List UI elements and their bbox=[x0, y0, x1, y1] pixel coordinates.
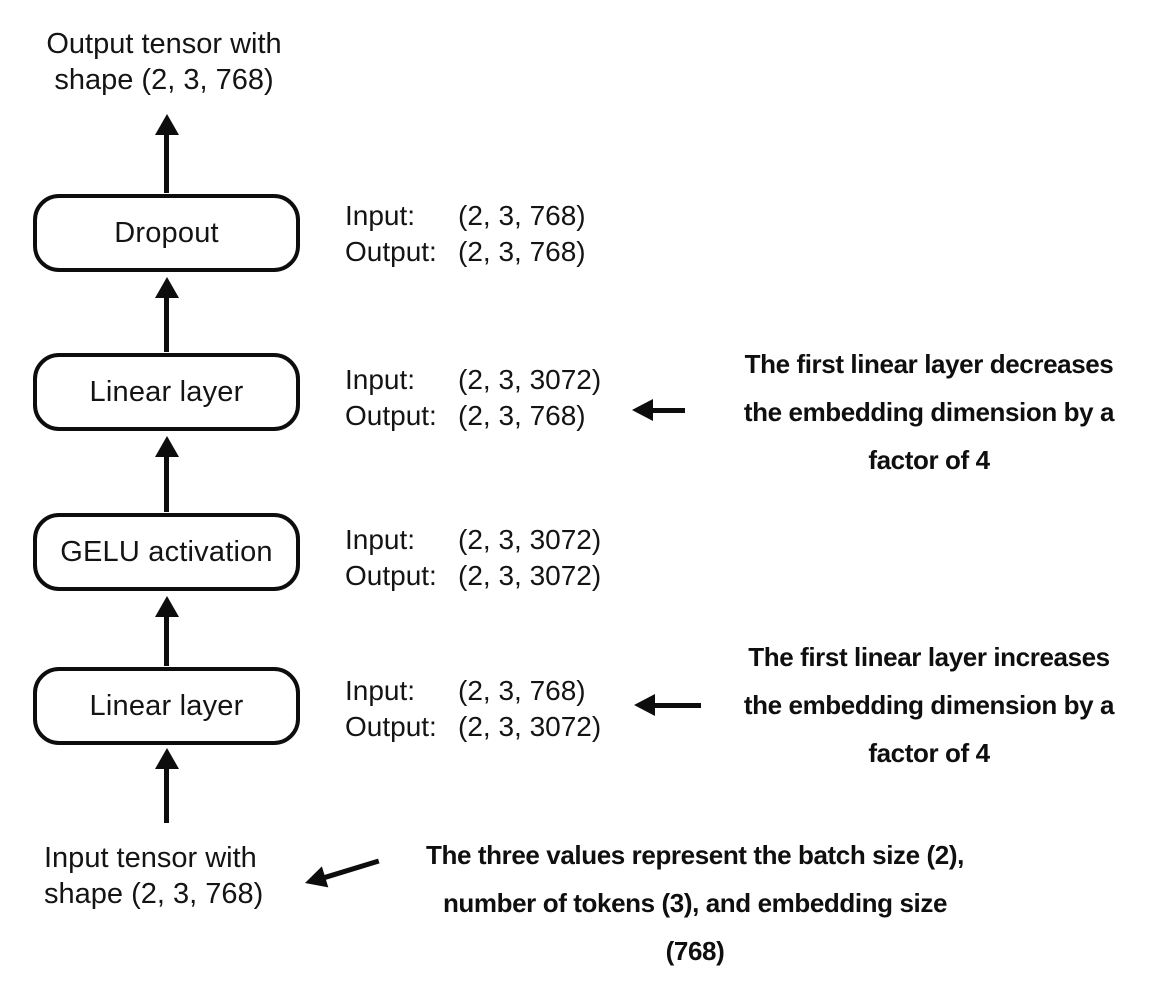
arrow-up-icon bbox=[154, 596, 179, 666]
io-output-label: Output: bbox=[345, 560, 437, 591]
annotation-line: number of tokens (3), and embedding size bbox=[442, 888, 948, 918]
io-output-row: Output: (2, 3, 768) bbox=[345, 398, 601, 434]
annotation-line: The first linear layer decreases bbox=[744, 349, 1114, 379]
io-input-shape: (2, 3, 3072) bbox=[458, 364, 602, 395]
layer-box-linear-top: Linear layer bbox=[33, 353, 300, 431]
io-output-label: Output: bbox=[345, 236, 437, 267]
io-output-label: Output: bbox=[345, 711, 437, 742]
io-input-shape: (2, 3, 768) bbox=[458, 675, 586, 706]
io-output-shape: (2, 3, 768) bbox=[458, 236, 586, 267]
arrow-up-icon bbox=[154, 277, 179, 352]
input-tensor-label-line2: shape (2, 3, 768) bbox=[44, 878, 264, 910]
annotation-decrease: The first linear layer decreases the emb… bbox=[693, 340, 1165, 484]
output-tensor-label-line2: shape (2, 3, 768) bbox=[54, 64, 274, 96]
annotation-line: factor of 4 bbox=[868, 738, 990, 768]
io-input-shape: (2, 3, 768) bbox=[458, 200, 586, 231]
arrow-up-icon bbox=[154, 748, 179, 823]
annotation-increase: The first linear layer increases the emb… bbox=[693, 633, 1165, 777]
arrow-left-icon bbox=[632, 399, 685, 421]
io-shapes-linear-bottom: Input: (2, 3, 768) Output: (2, 3, 3072) bbox=[345, 673, 601, 745]
io-input-label: Input: bbox=[345, 200, 416, 231]
io-shapes-gelu: Input: (2, 3, 3072) Output: (2, 3, 3072) bbox=[345, 522, 601, 594]
output-tensor-label: Output tensor with shape (2, 3, 768) bbox=[18, 26, 310, 98]
io-output-shape: (2, 3, 3072) bbox=[458, 711, 602, 742]
annotation-line: The first linear layer increases bbox=[748, 642, 1110, 672]
annotation-tensor-values: The three values represent the batch siz… bbox=[345, 831, 1045, 975]
io-output-shape: (2, 3, 768) bbox=[458, 400, 586, 431]
io-input-shape: (2, 3, 3072) bbox=[458, 524, 602, 555]
io-shapes-linear-top: Input: (2, 3, 3072) Output: (2, 3, 768) bbox=[345, 362, 601, 434]
io-output-row: Output: (2, 3, 768) bbox=[345, 234, 586, 270]
layer-box-linear-bottom: Linear layer bbox=[33, 667, 300, 745]
output-tensor-label-line1: Output tensor with bbox=[46, 28, 282, 60]
io-input-row: Input: (2, 3, 3072) bbox=[345, 522, 601, 558]
io-output-row: Output: (2, 3, 3072) bbox=[345, 558, 601, 594]
io-output-shape: (2, 3, 3072) bbox=[458, 560, 602, 591]
io-output-label: Output: bbox=[345, 400, 437, 431]
io-shapes-dropout: Input: (2, 3, 768) Output: (2, 3, 768) bbox=[345, 198, 586, 270]
io-input-label: Input: bbox=[345, 524, 416, 555]
annotation-line: The three values represent the batch siz… bbox=[426, 840, 964, 870]
arrow-up-icon bbox=[154, 436, 179, 512]
io-input-row: Input: (2, 3, 768) bbox=[345, 198, 586, 234]
io-input-row: Input: (2, 3, 768) bbox=[345, 673, 601, 709]
arrow-up-icon bbox=[154, 114, 179, 193]
annotation-line: factor of 4 bbox=[868, 445, 990, 475]
annotation-line: the embedding dimension by a bbox=[743, 690, 1115, 720]
layer-label: Linear layer bbox=[89, 375, 244, 408]
annotation-line: the embedding dimension by a bbox=[743, 397, 1115, 427]
layer-label: GELU activation bbox=[60, 535, 273, 568]
layer-box-dropout: Dropout bbox=[33, 194, 300, 272]
layer-label: Dropout bbox=[114, 216, 219, 249]
io-output-row: Output: (2, 3, 3072) bbox=[345, 709, 601, 745]
annotation-line: (768) bbox=[665, 936, 725, 966]
input-tensor-label-line1: Input tensor with bbox=[44, 842, 257, 874]
layer-box-gelu: GELU activation bbox=[33, 513, 300, 591]
io-input-label: Input: bbox=[345, 364, 416, 395]
input-tensor-label: Input tensor with shape (2, 3, 768) bbox=[44, 840, 304, 912]
arrow-left-icon bbox=[634, 694, 701, 716]
layer-label: Linear layer bbox=[89, 689, 244, 722]
io-input-label: Input: bbox=[345, 675, 416, 706]
io-input-row: Input: (2, 3, 3072) bbox=[345, 362, 601, 398]
